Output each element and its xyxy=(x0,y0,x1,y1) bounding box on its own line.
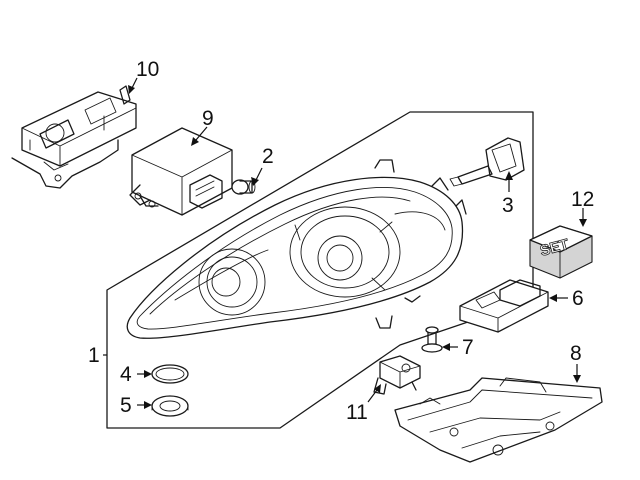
callout-7: 7 xyxy=(462,336,474,359)
ballast-part xyxy=(459,279,549,333)
seal-part-5 xyxy=(151,395,189,417)
service-kit-box: SET xyxy=(529,225,593,279)
callout-11: 11 xyxy=(346,401,368,424)
grommet-part xyxy=(231,179,256,195)
actuator-part xyxy=(373,355,421,395)
callout-12: 12 xyxy=(571,188,594,211)
callout-10: 10 xyxy=(136,58,159,81)
seal-part-4 xyxy=(151,364,189,384)
callout-1: 1 xyxy=(88,344,100,367)
callout-3: 3 xyxy=(502,194,514,217)
callout-5: 5 xyxy=(120,394,132,417)
callout-6: 6 xyxy=(572,287,584,310)
xenon-bulb-part xyxy=(449,137,525,187)
headlamp-housing xyxy=(126,159,467,339)
control-module-part xyxy=(129,127,233,216)
callout-8: 8 xyxy=(570,342,582,365)
mounting-bracket-part xyxy=(394,377,603,463)
screw-part xyxy=(421,326,443,353)
bracket-part xyxy=(11,85,137,189)
callout-2: 2 xyxy=(262,145,274,168)
callout-4: 4 xyxy=(120,363,132,386)
callout-9: 9 xyxy=(202,107,214,130)
leader-lines xyxy=(103,77,587,409)
